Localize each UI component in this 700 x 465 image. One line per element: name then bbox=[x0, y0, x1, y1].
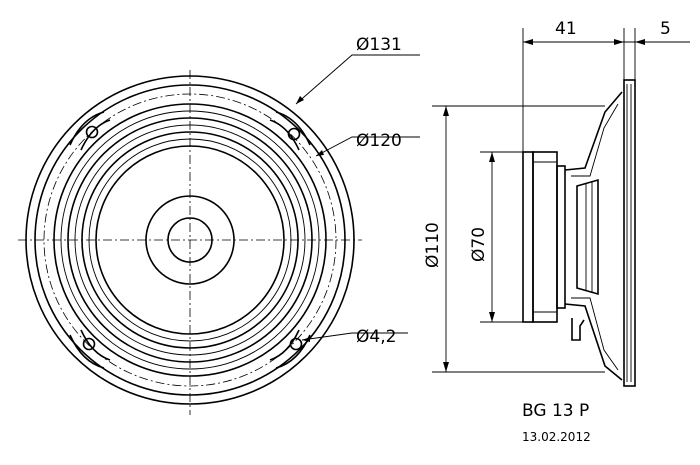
terminal-tab bbox=[571, 318, 585, 341]
surround-ring-4 bbox=[74, 124, 306, 356]
magnet-body bbox=[532, 151, 558, 323]
mounting-hole-bottom-right bbox=[289, 337, 303, 351]
label-front-diameter: Ø110 bbox=[423, 222, 443, 268]
basket-top-edge bbox=[564, 91, 623, 171]
surround-ring-1 bbox=[53, 103, 327, 377]
label-hole-diameter: Ø4,2 bbox=[356, 327, 396, 347]
label-cutout-diameter: Ø120 bbox=[356, 131, 402, 151]
top-plate bbox=[556, 165, 566, 309]
surround-ring-2 bbox=[60, 110, 320, 370]
mounting-lug-bottom-left bbox=[69, 329, 111, 369]
frame-outer-circle bbox=[25, 75, 355, 405]
leader-cutout-diameter bbox=[315, 136, 420, 157]
label-magnet-diameter: Ø70 bbox=[469, 227, 489, 262]
mounting-lug-top-left bbox=[69, 111, 111, 151]
mounting-hole-bottom-left bbox=[82, 337, 96, 351]
mounting-hole-top-right bbox=[287, 127, 301, 141]
basket-window bbox=[576, 178, 599, 296]
magnet-back-plate bbox=[522, 151, 534, 323]
mounting-flange bbox=[623, 79, 636, 387]
mounting-hole-top-left bbox=[85, 125, 99, 139]
label-outer-diameter: Ø131 bbox=[356, 35, 402, 55]
surround-ring-6 bbox=[88, 138, 292, 342]
model-label: BG 13 P bbox=[522, 401, 589, 421]
surround-ring-5 bbox=[81, 131, 299, 349]
dust-cap-outer bbox=[145, 195, 235, 285]
frame-inner-circle bbox=[34, 84, 346, 396]
leader-hole-diameter bbox=[301, 332, 408, 341]
bolt-circle bbox=[43, 93, 337, 387]
cone-edge bbox=[95, 145, 285, 335]
mounting-lug-top-right bbox=[269, 111, 311, 151]
front-view: Ø131 Ø120 Ø4,2 bbox=[18, 35, 420, 415]
dust-cap-inner bbox=[167, 217, 213, 263]
basket-bottom-edge bbox=[564, 303, 623, 381]
label-depth: 41 bbox=[555, 19, 577, 39]
date-label: 13.02.2012 bbox=[522, 430, 591, 444]
label-flange: 5 bbox=[660, 19, 671, 39]
leader-outer-diameter bbox=[295, 54, 420, 105]
side-view: 41 5 Ø110 Ø70 bbox=[423, 19, 690, 387]
surround-ring-3 bbox=[67, 117, 313, 363]
